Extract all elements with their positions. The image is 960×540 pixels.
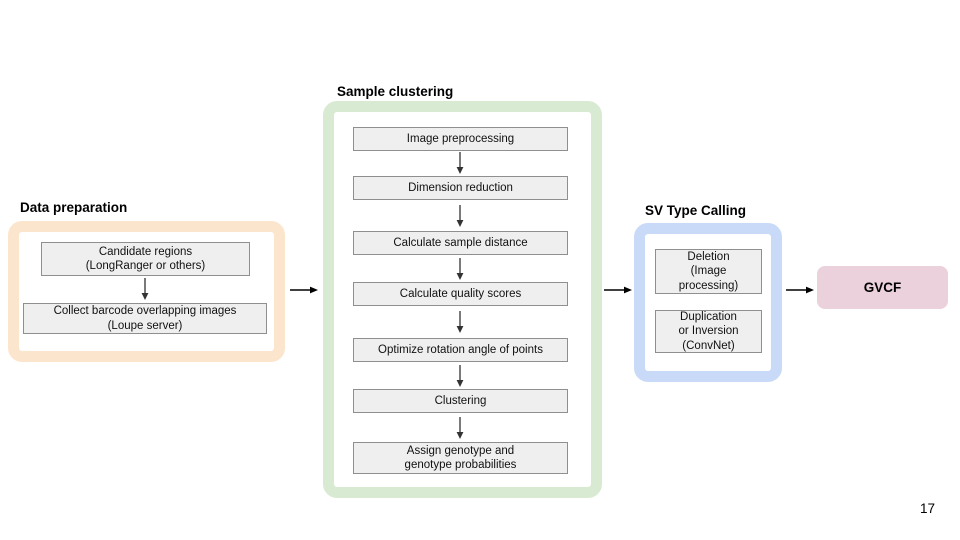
step-optimize-rotation-angle: Optimize rotation angle of points [353, 338, 568, 362]
sample-clustering-title: Sample clustering [337, 84, 454, 99]
step-deletion-image-processing: Deletion (Image processing) [655, 249, 762, 294]
step-collect-barcode-images: Collect barcode overlapping images (Loup… [23, 303, 267, 334]
step-duplication-or-inversion: Duplication or Inversion (ConvNet) [655, 310, 762, 353]
step-calculate-quality-scores: Calculate quality scores [353, 282, 568, 306]
arrow-down-icon [456, 365, 464, 387]
gvcf-output-box: GVCF [817, 266, 948, 309]
step-dimension-reduction: Dimension reduction [353, 176, 568, 200]
arrow-down-icon [141, 278, 149, 300]
arrow-down-icon [456, 152, 464, 174]
arrow-right-icon [786, 286, 814, 294]
arrow-down-icon [456, 417, 464, 439]
step-candidate-regions: Candidate regions (LongRanger or others) [41, 242, 250, 276]
data-preparation-title: Data preparation [20, 200, 128, 215]
arrow-down-icon [456, 311, 464, 333]
arrow-down-icon [456, 258, 464, 280]
step-calculate-sample-distance: Calculate sample distance [353, 231, 568, 255]
page-number: 17 [919, 501, 935, 516]
sv-type-calling-frame [634, 223, 782, 382]
step-assign-genotype: Assign genotype and genotype probabiliti… [353, 442, 568, 474]
arrow-right-icon [290, 286, 318, 294]
arrow-right-icon [604, 286, 632, 294]
arrow-down-icon [456, 205, 464, 227]
step-image-preprocessing: Image preprocessing [353, 127, 568, 151]
step-clustering: Clustering [353, 389, 568, 413]
sv-type-calling-title: SV Type Calling [645, 203, 747, 218]
